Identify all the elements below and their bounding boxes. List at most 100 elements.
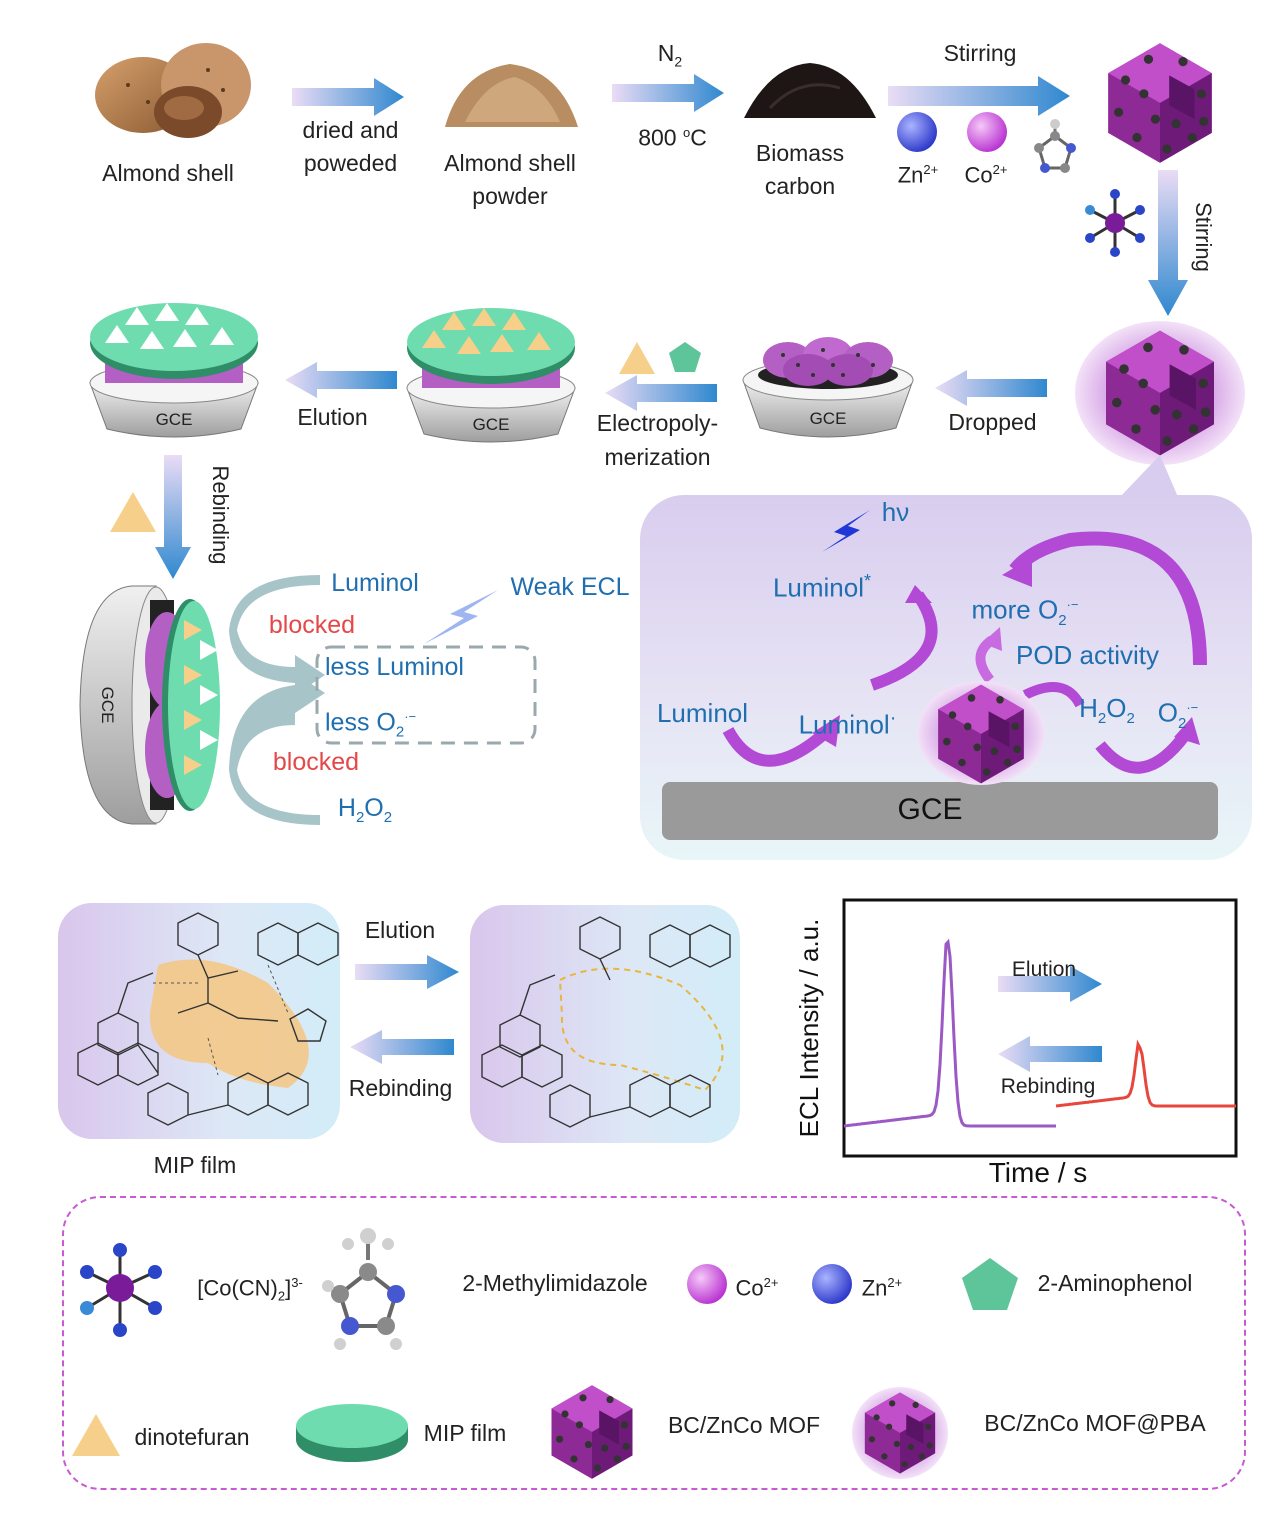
luminol-label-mech: Luminol <box>656 698 749 728</box>
panel-pointer <box>1120 455 1178 497</box>
more-o2-label: more O2·− <box>971 594 1079 629</box>
mip-rebinding-label: Rebinding <box>348 1075 453 1101</box>
legend-co-cn-icon <box>80 1243 162 1337</box>
almond-shell-image <box>95 43 251 138</box>
arrow-dry <box>292 78 404 116</box>
gce-text: GCE <box>810 409 847 428</box>
h2o2-label-sensing: H2O2 <box>337 794 393 826</box>
mechanism-arrows <box>722 531 1207 774</box>
legend-mof-pba-icon <box>852 1387 948 1479</box>
gce-modified-electrode: GCE <box>742 337 914 438</box>
mip-elution-label: Elution <box>364 917 436 943</box>
mip-arrow-rebinding <box>350 1030 454 1064</box>
almond-powder-image <box>445 64 578 127</box>
dinotefuran-rebinding-icon <box>110 492 156 532</box>
gce-text-4: GCE <box>98 687 117 724</box>
zn-ion-icon <box>897 112 937 152</box>
stirring-label-1: Stirring <box>943 40 1017 66</box>
almond-powder-label-1: Almond shell <box>444 150 576 176</box>
chart-arrow-rebinding <box>998 1036 1102 1072</box>
legend-methylimidazole-label: 2-Methylimidazole <box>462 1270 648 1296</box>
chart-xlabel: Time / s <box>989 1157 1088 1188</box>
dropped-label: Dropped <box>948 409 1037 435</box>
biomass-carbon-image <box>744 63 876 118</box>
almond-shell-label: Almond shell <box>102 160 234 186</box>
mechanism-gce-bar <box>662 782 1218 840</box>
legend-mof-icon <box>551 1385 633 1479</box>
luminol-radical-label: Luminol· <box>798 707 897 740</box>
less-luminol-label: less Luminol <box>325 653 464 681</box>
mechanism-gce-label: GCE <box>897 793 963 826</box>
h2o2-label-mech: H2O2 <box>1079 693 1135 728</box>
co-label: Co2+ <box>964 162 1008 188</box>
legend-box <box>62 1196 1246 1490</box>
gce-mip-eluted-electrode: GCE <box>89 303 259 438</box>
methylimidazole-small-icon <box>1034 119 1076 173</box>
arrow-pyrolysis <box>612 74 724 112</box>
arrow-electropolymerization <box>605 375 717 411</box>
legend-co-label: Co2+ <box>735 1275 779 1301</box>
arrow-rebinding <box>155 455 191 579</box>
legend-dinotefuran-icon <box>72 1414 120 1456</box>
n2-label: N2 <box>657 40 683 70</box>
legend-co-icon <box>687 1264 727 1304</box>
luminol-star-label: Luminol* <box>772 571 872 603</box>
chart-frame <box>842 898 1238 1158</box>
gce-mip-template-electrode: GCE <box>406 308 576 443</box>
stirring-label-2: Stirring <box>1191 202 1216 272</box>
legend-aminophenol-label: 2-Aminophenol <box>1037 1270 1193 1296</box>
legend-aminophenol-icon <box>962 1258 1018 1310</box>
arrow-elution <box>285 362 397 398</box>
less-o2-label: less O2·− <box>325 708 417 741</box>
luminol-label-sensing: Luminol <box>331 569 419 597</box>
legend-mip-film-label: MIP film <box>423 1420 507 1446</box>
weak-ecl-lightning-icon <box>424 590 498 644</box>
gce-text-2: GCE <box>473 415 510 434</box>
ecl-chart: Elution Rebinding ECL Intensity / a.u. T… <box>794 898 1238 1188</box>
elution-label: Elution <box>297 404 368 430</box>
dried-label-1: dried and <box>302 117 399 143</box>
legend-mip-film-icon <box>296 1404 408 1462</box>
arrow-stirring-2 <box>1148 170 1188 316</box>
biomass-label-1: Biomass <box>755 140 845 166</box>
temperature-label: 800 oC <box>638 124 707 151</box>
legend-zn-label: Zn2+ <box>861 1275 903 1301</box>
legend-methylimidazole-icon <box>322 1228 405 1350</box>
hv-lightning-icon <box>822 510 870 552</box>
hv-label: hν <box>881 497 910 527</box>
bc-znco-mof-image <box>1108 43 1212 163</box>
legend-zn-icon <box>812 1264 852 1304</box>
chart-series-elution <box>843 938 1056 1128</box>
chart-ylabel: ECL Intensity / a.u. <box>794 919 824 1138</box>
chart-series-rebinding <box>1055 1039 1236 1108</box>
zn-label: Zn2+ <box>897 162 939 188</box>
mechanism-mof-image <box>917 681 1045 785</box>
legend-dinotefuran-label: dinotefuran <box>134 1424 250 1450</box>
legend-co-cn-label: [Co(CN)2]3- <box>197 1275 303 1304</box>
blocked-label-2: blocked <box>272 748 360 776</box>
co-ion-icon <box>967 112 1007 152</box>
almond-powder-label-2: powder <box>472 183 548 209</box>
less-species-box <box>315 645 537 745</box>
chart-annotation-elution: Elution <box>1012 958 1076 981</box>
legend-mof-pba-label: BC/ZnCo MOF@PBA <box>984 1410 1206 1436</box>
arrow-dropped <box>935 370 1047 406</box>
dried-label-2: poweded <box>303 150 398 176</box>
mip-film-caption: MIP film <box>153 1152 237 1178</box>
bc-znco-mof-pba-image <box>1075 321 1245 465</box>
mip-cavity-box <box>470 905 740 1143</box>
rebinding-label: Rebinding <box>208 465 233 565</box>
pod-activity-label: POD activity <box>1015 640 1160 670</box>
chart-arrow-elution <box>998 966 1102 1002</box>
chart-annotation-rebinding: Rebinding <box>1001 1075 1096 1098</box>
gce-side-electrode: GCE <box>79 585 220 825</box>
mip-template-structure <box>77 912 339 1126</box>
arrow-stirring-1 <box>888 76 1070 116</box>
dinotefuran-small-icon <box>619 342 655 374</box>
blocked-label-1: blocked <box>268 611 356 639</box>
blocked-curved-arrows <box>229 575 325 825</box>
legend-mof-label: BC/ZnCo MOF <box>667 1412 821 1438</box>
electropoly-label-1: Electropoly- <box>596 410 719 436</box>
o2-label-mech: O2·− <box>1157 697 1199 732</box>
biomass-label-2: carbon <box>764 173 836 199</box>
